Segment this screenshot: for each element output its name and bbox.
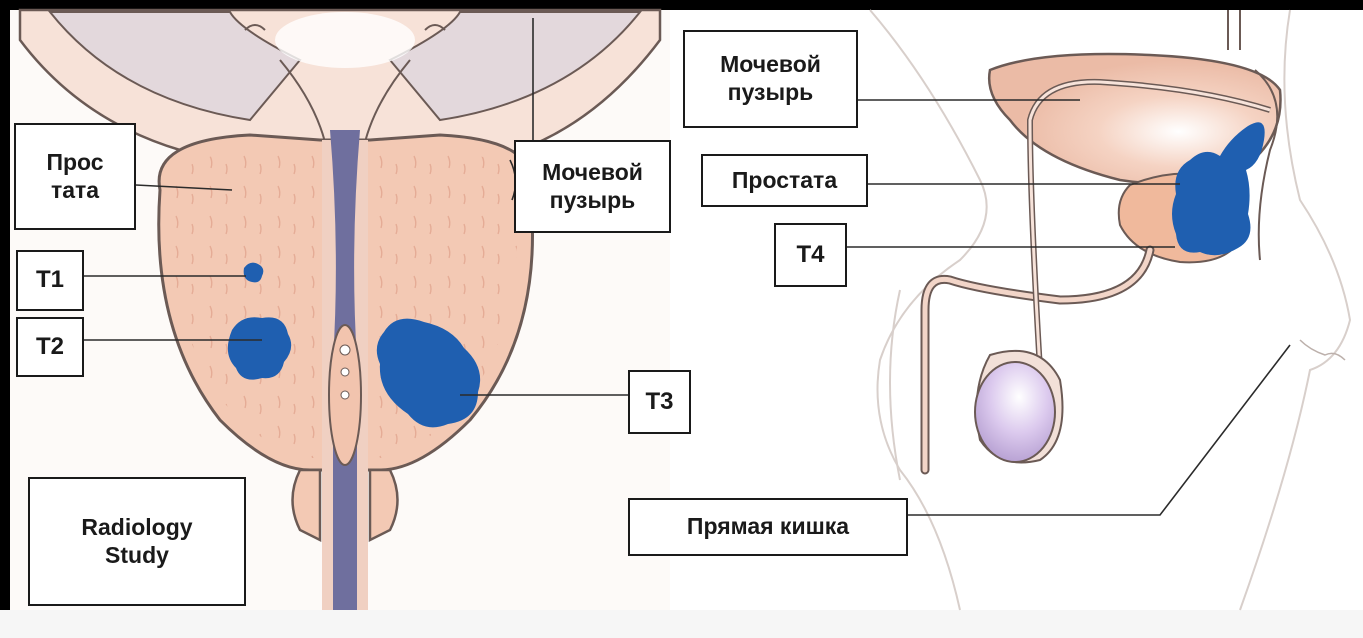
label-bladder-front: Мочевой пузырь [514,140,671,233]
label-t2: T2 [16,317,84,377]
label-t1: T1 [16,250,84,311]
bottom-strip [0,610,1363,638]
label-prostate-front: Прос тата [14,123,136,230]
label-rectum: Прямая кишка [628,498,908,556]
label-t3: T3 [628,370,691,434]
label-radiology-study: Radiology Study [28,477,246,606]
label-t4: T4 [774,223,847,287]
tumor-t1 [244,263,264,283]
label-prostate-side: Простата [701,154,868,207]
label-bladder-side: Мочевой пузырь [683,30,858,128]
